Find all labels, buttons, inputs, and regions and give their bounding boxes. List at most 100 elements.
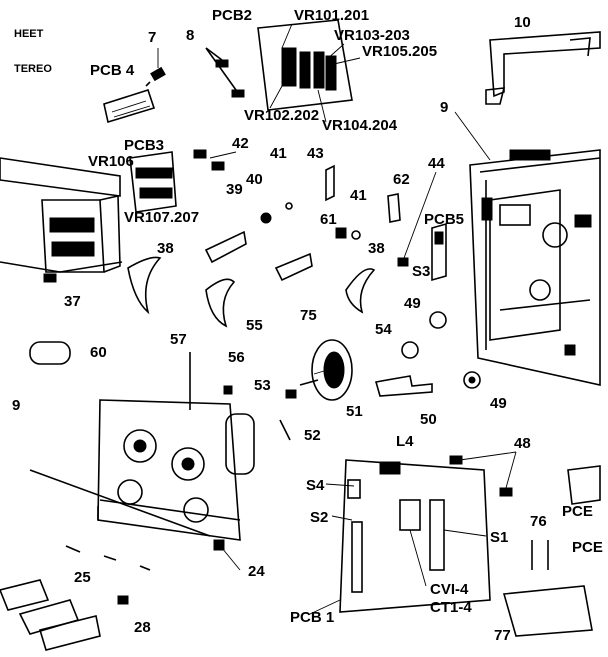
arm-39b-part (274, 252, 313, 282)
chassis-9-part (469, 149, 601, 386)
screws-42-part (193, 149, 225, 171)
corner-text-stereo: TEREO (14, 63, 52, 75)
label-s1: S1 (490, 529, 508, 546)
label-8: 8 (186, 27, 194, 44)
screw-28-part (117, 595, 129, 605)
pcb1-board-part (339, 459, 491, 613)
label-cti4: CT1-4 (430, 599, 472, 616)
corner-text-sheet: HEET (14, 28, 44, 40)
pcb5-connector-part (481, 197, 493, 221)
screw-7-part (145, 66, 166, 87)
label-s4: S4 (306, 477, 325, 494)
screw-53-part (285, 389, 297, 399)
label-cvi4: CVI-4 (430, 581, 469, 598)
label-44: 44 (428, 155, 445, 172)
washer-41b-part (351, 230, 361, 240)
label-9-left: 9 (12, 397, 20, 414)
label-25: 25 (74, 569, 91, 586)
label-10: 10 (514, 14, 531, 31)
pcb4-board-part (103, 88, 156, 124)
spring-52-part (279, 419, 291, 441)
pins-76-part (531, 540, 549, 570)
screw-37-part (43, 273, 57, 283)
label-56: 56 (228, 349, 245, 366)
screw-44-part (397, 257, 409, 267)
label-42: 42 (232, 135, 249, 152)
label-vr104: VR104.204 (322, 117, 398, 134)
label-37: 37 (64, 293, 81, 310)
label-7: 7 (148, 29, 156, 46)
label-pcb1: PCB 1 (290, 609, 334, 626)
label-76: 76 (530, 513, 547, 530)
screws-8-part (205, 47, 245, 98)
arm-38a-part (127, 256, 162, 315)
label-vr107: VR107.207 (124, 209, 199, 226)
label-50: 50 (420, 411, 437, 428)
gear-49a-part (429, 311, 447, 329)
label-41b: 41 (350, 187, 367, 204)
tape-mechanism-part (29, 399, 255, 541)
belt-60-part (29, 341, 71, 365)
gear-49b-part (463, 371, 481, 389)
label-s3: S3 (412, 263, 430, 280)
label-pce1: PCE (562, 503, 593, 520)
label-pce2: PCE (572, 539, 603, 556)
label-60: 60 (90, 344, 107, 361)
label-pcb3: PCB3 (124, 137, 164, 154)
washer-41a-part (285, 202, 293, 210)
label-55: 55 (246, 317, 263, 334)
label-39: 39 (226, 181, 243, 198)
label-49b: 49 (490, 395, 507, 412)
label-61: 61 (320, 211, 337, 228)
label-38a: 38 (157, 240, 174, 257)
flywheel-75-part (299, 339, 353, 401)
label-l4: L4 (396, 433, 414, 450)
label-41a: 41 (270, 145, 287, 162)
washer-54-part (401, 341, 419, 359)
label-40: 40 (246, 171, 263, 188)
label-54: 54 (375, 321, 392, 338)
label-s2: S2 (310, 509, 328, 526)
pcb5-board-part (431, 222, 447, 282)
label-51: 51 (346, 403, 363, 420)
part-62-part (387, 193, 401, 223)
screws-48-part (449, 455, 513, 497)
springs-25-part (65, 545, 151, 571)
label-vr106: VR106 (88, 153, 134, 170)
arm-39a-part (204, 230, 247, 264)
label-pcb5: PCB5 (424, 211, 464, 228)
leader-lines (209, 23, 517, 615)
label-62: 62 (393, 171, 410, 188)
labels-layer: 7 PCB 4 8 PCB2 VR101.201 VR103-203 VR105… (12, 7, 603, 644)
arm-38b-part (345, 268, 376, 314)
clip-43-part (325, 164, 335, 202)
label-57: 57 (170, 331, 187, 348)
label-9-right: 9 (440, 99, 448, 116)
keys-part (0, 579, 101, 651)
label-vr105: VR105.205 (362, 43, 437, 60)
left-assembly-part (0, 157, 123, 273)
label-28: 28 (134, 619, 151, 636)
frame-10-part (485, 31, 601, 105)
pce-board-part (567, 465, 601, 505)
part-61-part (335, 227, 347, 239)
spring-40-part (260, 212, 272, 224)
label-38b: 38 (368, 240, 385, 257)
screw-56-part (223, 385, 233, 395)
label-pcb2: PCB2 (212, 7, 252, 24)
label-pcb4: PCB 4 (90, 62, 135, 79)
plate-77-part (502, 585, 593, 637)
label-43: 43 (307, 145, 324, 162)
label-vr102: VR102.202 (244, 107, 319, 124)
label-48: 48 (514, 435, 531, 452)
label-52: 52 (304, 427, 321, 444)
lever-55-part (205, 278, 236, 328)
label-24: 24 (248, 563, 265, 580)
label-75: 75 (300, 307, 317, 324)
label-77: 77 (494, 627, 511, 644)
label-vr103: VR103-203 (334, 27, 410, 44)
label-53: 53 (254, 377, 271, 394)
part-24-part (213, 539, 225, 551)
pcb2-board-part (257, 19, 353, 111)
